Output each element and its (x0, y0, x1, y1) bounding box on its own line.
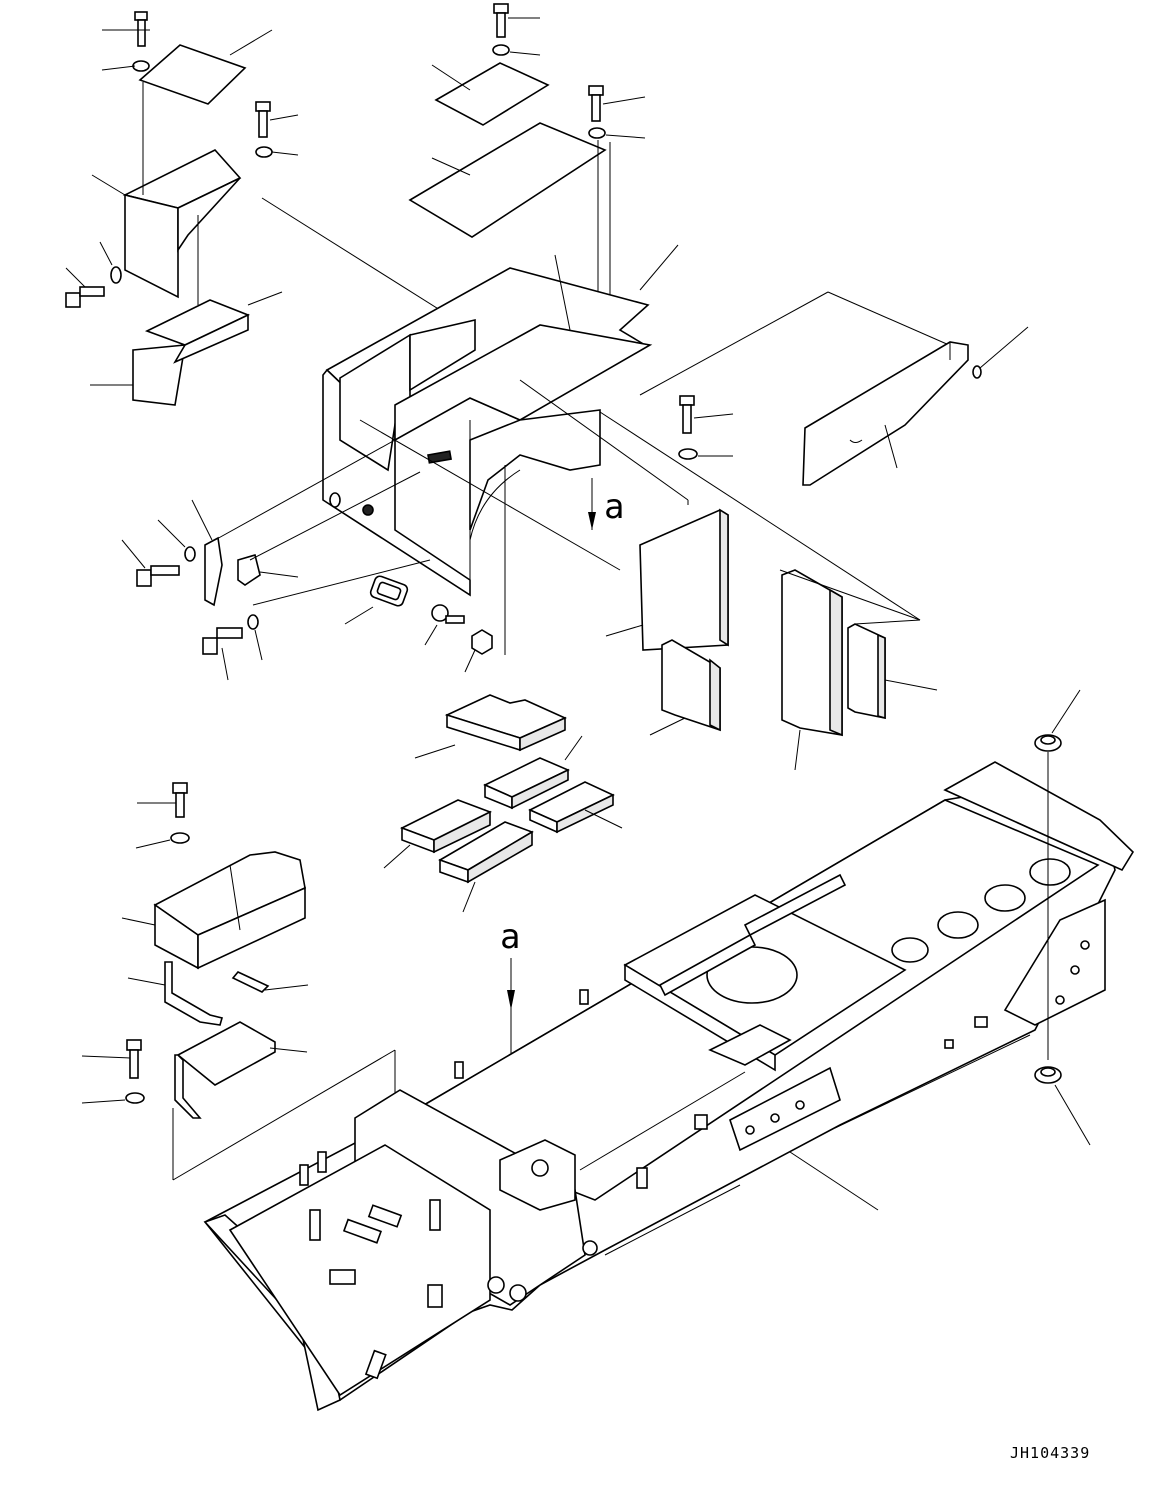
bracket-strip (164, 961, 223, 1026)
top-center-mats (408, 3, 646, 330)
top-left-cover-group (65, 11, 476, 406)
view-label-top: a (604, 487, 624, 527)
knob-screw (431, 604, 465, 624)
pad-1 (444, 694, 567, 752)
grommet-rect (369, 575, 409, 607)
rubber-mat-1 (138, 44, 247, 105)
hex-nut (471, 629, 493, 655)
mount-bracket (174, 1021, 276, 1119)
view-arrow-top: a (588, 478, 624, 530)
tapered-side-panel (678, 326, 1029, 486)
pad-5 (438, 821, 534, 884)
bolt-9 (172, 782, 188, 818)
washer-6 (678, 448, 698, 460)
washer-1 (132, 60, 150, 72)
insulation-pads (383, 508, 938, 913)
view-label-bottom: a (500, 917, 520, 957)
bolt-6 (679, 395, 695, 434)
cover-box (122, 149, 242, 299)
bolt-7 (136, 565, 180, 587)
pad-3 (528, 781, 615, 834)
washer-3 (110, 266, 122, 284)
bolt-5 (588, 85, 604, 122)
pad-4 (400, 799, 492, 854)
bolt-8 (202, 627, 243, 655)
rubber-mounts (1034, 689, 1091, 1146)
lower-left-cover-group (81, 782, 396, 1215)
main-frame (203, 761, 1135, 1412)
center-console (322, 244, 966, 655)
washer-8 (247, 614, 259, 630)
drawing-code: JH104339 (1010, 1444, 1090, 1462)
battery-cover (153, 851, 306, 970)
washer-4 (492, 44, 510, 56)
bolt-4 (493, 3, 509, 38)
small-parts (344, 575, 493, 673)
bolt-1 (134, 11, 148, 47)
battery-block (132, 299, 251, 406)
rubber-mat-2 (434, 62, 550, 126)
pad-2 (483, 757, 570, 810)
latch-assembly (121, 439, 431, 681)
washer-2 (255, 146, 273, 158)
washer-5 (588, 127, 606, 139)
clip-plate (231, 971, 270, 993)
bolt-2 (255, 101, 271, 138)
washer-10 (125, 1092, 145, 1104)
bolt-10 (126, 1039, 142, 1079)
washer-9 (170, 832, 190, 844)
rubber-mat-3 (408, 122, 607, 238)
washer-7 (184, 546, 196, 562)
bolt-3 (65, 286, 105, 308)
